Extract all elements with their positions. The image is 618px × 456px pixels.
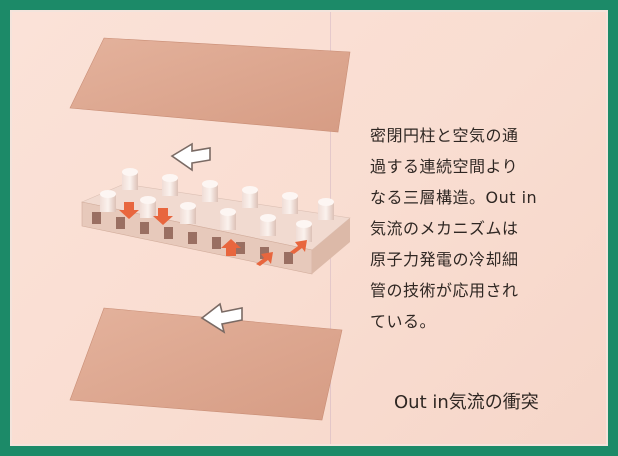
airflow-out-arrow	[200, 302, 243, 334]
sealed-cylinders	[100, 168, 334, 242]
top-plate	[69, 37, 351, 133]
internal-flow-arrows	[119, 202, 307, 266]
description-line: ている。	[370, 312, 437, 331]
internal-flow-arrow	[290, 240, 307, 254]
internal-flow-arrow	[119, 202, 139, 219]
description-line: 過する連続空間より	[370, 157, 519, 176]
internal-flow-arrow	[256, 252, 273, 266]
airflow-in-arrow	[170, 142, 211, 172]
middle-lattice-layer	[81, 168, 351, 275]
bottom-plate	[69, 307, 343, 421]
lattice-side-face	[312, 218, 350, 274]
description-line: 原子力発電の冷却細	[370, 250, 519, 269]
internal-flow-arrow	[153, 208, 173, 225]
description-line: 管の技術が応用され	[370, 281, 519, 300]
description-line: 気流のメカニズムは	[370, 219, 519, 238]
description-line: 密閉円柱と空気の通	[370, 126, 519, 145]
description-text: 密閉円柱と空気の通 過する連続空間より なる三層構造。Out in 気流のメカニ…	[370, 120, 590, 337]
content-panel: 密閉円柱と空気の通 過する連続空間より なる三層構造。Out in 気流のメカニ…	[10, 10, 608, 446]
description-line: なる三層構造。Out in	[370, 188, 538, 207]
caption: Out in気流の衝突	[394, 392, 539, 413]
three-layer-structure-diagram	[69, 37, 351, 421]
internal-flow-arrow	[221, 239, 241, 256]
